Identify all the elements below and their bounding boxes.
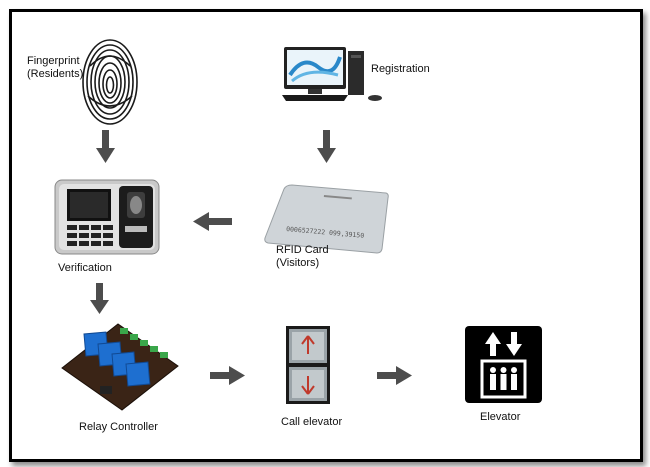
verification-label: Verification bbox=[58, 262, 112, 274]
fingerprint-icon bbox=[80, 36, 140, 128]
call-button-icon[interactable] bbox=[286, 326, 330, 404]
arrow-registration-to-card bbox=[317, 130, 336, 163]
relay-board-icon bbox=[60, 320, 180, 412]
relay-label: Relay Controller bbox=[79, 421, 158, 433]
arrow-call-to-elevator bbox=[377, 366, 412, 385]
call-label: Call elevator bbox=[281, 416, 343, 428]
fingerprint-label: Fingerprint (Residents) bbox=[27, 55, 84, 80]
arrow-fingerprint-to-verification bbox=[96, 130, 115, 163]
elevator-icon bbox=[465, 326, 542, 403]
arrow-relay-to-call bbox=[210, 366, 245, 385]
elevator-label: Elevator bbox=[480, 411, 521, 423]
biometric-terminal-icon bbox=[53, 178, 161, 256]
registration-label: Registration bbox=[371, 63, 430, 75]
rfid-card-icon: 0006527222 099,39150 bbox=[262, 183, 390, 255]
arrow-card-to-verification bbox=[193, 212, 232, 231]
rfid-label: RFID Card (Visitors) bbox=[276, 244, 329, 269]
computer-icon bbox=[278, 45, 386, 105]
arrow-verification-to-relay bbox=[90, 283, 109, 314]
